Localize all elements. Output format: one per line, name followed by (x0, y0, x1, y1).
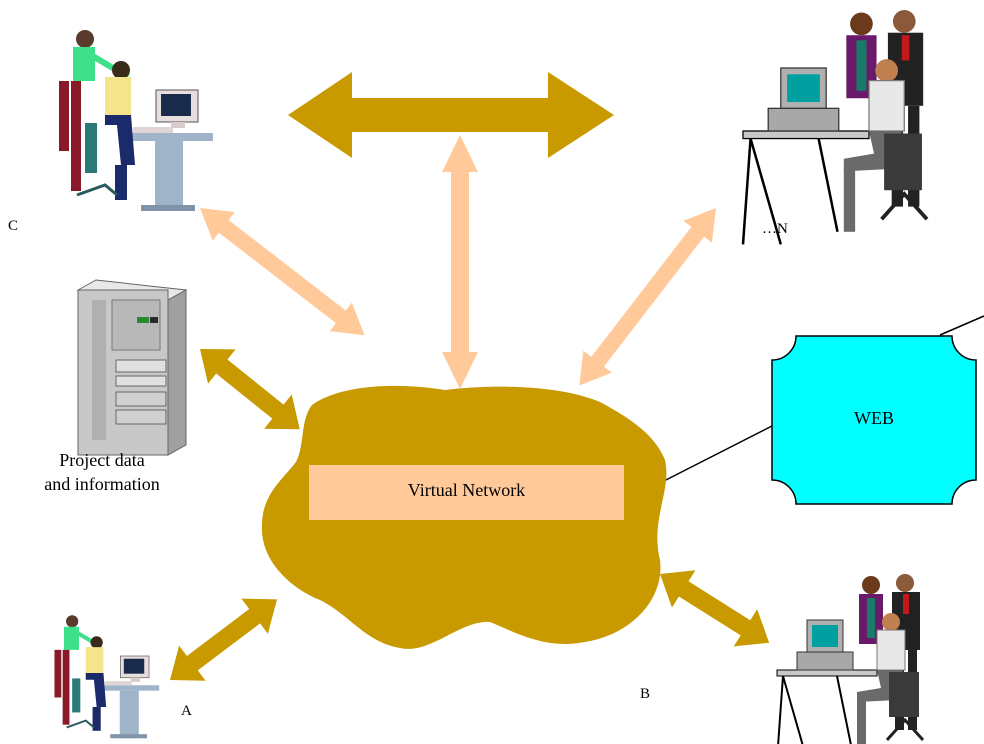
arrow-n-to-network (579, 208, 716, 386)
project-data-label: Project data and information (12, 448, 192, 496)
label-c: C (8, 218, 19, 234)
label-n: …N (762, 221, 788, 237)
two-users-at-computer-icon (59, 30, 213, 211)
team-at-workstation-icon (741, 8, 929, 247)
label-a: A (181, 703, 192, 719)
arrow-a-to-network (170, 598, 278, 681)
vertical-light-arrow (442, 135, 478, 389)
project-data-line1: Project data (59, 450, 145, 470)
project-data-line2: and information (44, 474, 160, 494)
web-connector-line-offscreen (939, 315, 984, 336)
arrow-b-to-network (660, 570, 770, 647)
web-box (771, 335, 977, 505)
two-users-at-computer-icon (54, 615, 159, 738)
arrow-c-to-network (200, 208, 365, 336)
virtual-network-label: Virtual Network (407, 480, 526, 500)
arrow-server-to-network (200, 349, 300, 430)
label-b: B (640, 686, 651, 702)
server-tower-icon (76, 279, 188, 456)
web-connector-line (659, 425, 773, 484)
web-label: WEB (854, 408, 894, 428)
top-double-arrow (288, 72, 614, 158)
team-at-workstation-icon (775, 572, 925, 744)
virtual-network-box (309, 465, 624, 520)
